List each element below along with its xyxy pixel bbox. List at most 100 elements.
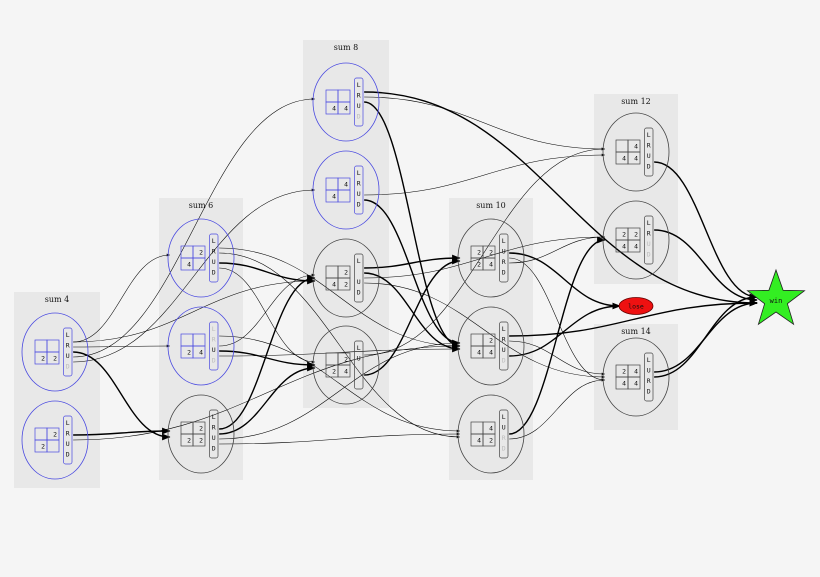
edge-n4b-to-n10b — [73, 344, 460, 441]
move-box — [499, 233, 509, 283]
grid-cell-value: 4 — [634, 243, 638, 251]
move-box — [499, 321, 509, 371]
move-label-l: L — [357, 257, 361, 265]
edge-n6c-to-n8c — [219, 274, 316, 430]
move-label-r: R — [647, 142, 651, 150]
cluster-label: sum 12 — [621, 97, 651, 106]
grid-cell-value: 4 — [622, 380, 626, 388]
move-label-l: L — [212, 325, 216, 333]
lose-node: lose — [618, 297, 654, 315]
move-label-l: L — [647, 131, 651, 139]
cluster-background — [303, 40, 389, 408]
edge-n4a-to-n6a — [73, 253, 170, 343]
move-label-d: D — [502, 357, 506, 365]
edge-n6c-to-n10b — [219, 341, 460, 440]
move-box — [63, 415, 73, 465]
cluster-c12: sum 12 — [594, 94, 678, 284]
grid-cell — [46, 351, 60, 365]
edge-n8c-to-n12b — [364, 235, 605, 279]
grid-cell-value: 2 — [332, 368, 336, 376]
grid-cell-value: 4 — [187, 261, 191, 269]
grid-cell-value: 4 — [634, 380, 638, 388]
node-ellipse — [167, 306, 235, 386]
move-box — [354, 340, 364, 390]
node-ellipse — [167, 394, 235, 474]
grid-cell-value: 4 — [634, 155, 638, 163]
move-label-r: R — [66, 430, 70, 438]
grid-cell-value: 2 — [187, 437, 191, 445]
grid-cell-value: 4 — [332, 281, 336, 289]
cluster-c4: sum 4 — [14, 292, 100, 488]
grid-cell-value: 2 — [199, 249, 203, 257]
cluster-label: sum 8 — [334, 43, 358, 52]
move-box — [209, 409, 219, 459]
move-label-d: D — [502, 269, 506, 277]
cluster-c10: sum 10 — [449, 198, 533, 480]
node-ellipse — [602, 337, 670, 417]
edge-n8d-to-n12a — [364, 147, 605, 356]
edge-n10c-to-n14a — [509, 378, 605, 440]
move-label-d: D — [357, 201, 361, 209]
grid-cell-value: 2 — [344, 269, 348, 277]
grid-cell-value: 4 — [622, 155, 626, 163]
edge-n4a-to-n8a — [73, 97, 315, 358]
edge-n6a-to-n10c — [219, 252, 460, 439]
move-label-r: R — [502, 258, 506, 266]
move-label-u: U — [647, 152, 651, 160]
grid-cell-value: 4 — [332, 105, 336, 113]
node-ellipse — [602, 200, 670, 280]
move-label-u: U — [647, 367, 651, 375]
move-label-u: U — [212, 346, 216, 354]
move-label-d: D — [357, 289, 361, 297]
move-label-r: R — [212, 424, 216, 432]
move-label-u: U — [212, 434, 216, 442]
move-box — [354, 77, 364, 127]
cluster-c8: sum 8 — [303, 40, 389, 408]
move-label-d: D — [212, 269, 216, 277]
edge-n12a-to-win — [654, 161, 758, 301]
grid-cell-value: 2 — [187, 349, 191, 357]
edge-n6c-to-n8d — [219, 364, 316, 435]
grid-cell-value: 2 — [53, 355, 57, 363]
move-label-l: L — [212, 413, 216, 421]
move-label-u: U — [502, 248, 506, 256]
move-label-r: R — [502, 336, 506, 344]
move-box — [354, 165, 364, 215]
edge-n8c-to-n10b — [364, 272, 461, 353]
move-label-l: L — [66, 419, 70, 427]
edge-n6b-to-n10c — [219, 335, 460, 433]
grid-cell — [627, 239, 641, 253]
move-label-r: R — [647, 377, 651, 385]
move-label-u: U — [502, 346, 506, 354]
node-ellipse — [457, 394, 525, 474]
node-ellipse — [312, 238, 380, 318]
grid-cell-value: 2 — [41, 355, 45, 363]
grid-cell — [337, 101, 351, 115]
grid-cell-value: 4 — [634, 368, 638, 376]
move-label-r: R — [502, 434, 506, 442]
edge-n10b-to-lose — [509, 302, 621, 357]
win-node: win — [746, 268, 806, 326]
move-box — [209, 321, 219, 371]
move-label-u: U — [357, 355, 361, 363]
move-label-r: R — [357, 92, 361, 100]
move-label-u: U — [357, 102, 361, 110]
edge-n4a-to-n6b — [73, 344, 170, 348]
cluster-background — [449, 198, 533, 480]
edge-n8a-to-n10b — [364, 101, 461, 350]
grid-cell-value: 2 — [489, 337, 493, 345]
move-box — [63, 327, 73, 377]
move-label-d: D — [66, 363, 70, 371]
move-label-d: D — [647, 251, 651, 259]
move-label-l: L — [502, 413, 506, 421]
node-ellipse — [602, 112, 670, 192]
